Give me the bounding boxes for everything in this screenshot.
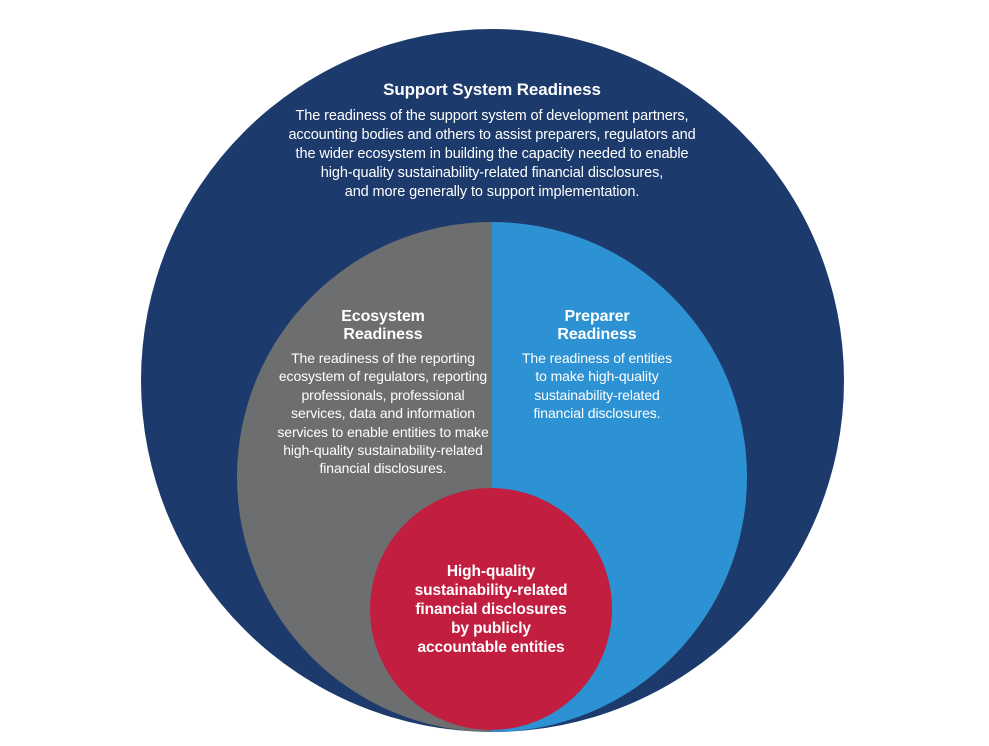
support-system-title: Support System Readiness [383,80,601,99]
support-system-description: The readiness of the support system of d… [288,108,696,200]
support-system-textblock: Support System Readiness The readiness o… [252,80,732,202]
